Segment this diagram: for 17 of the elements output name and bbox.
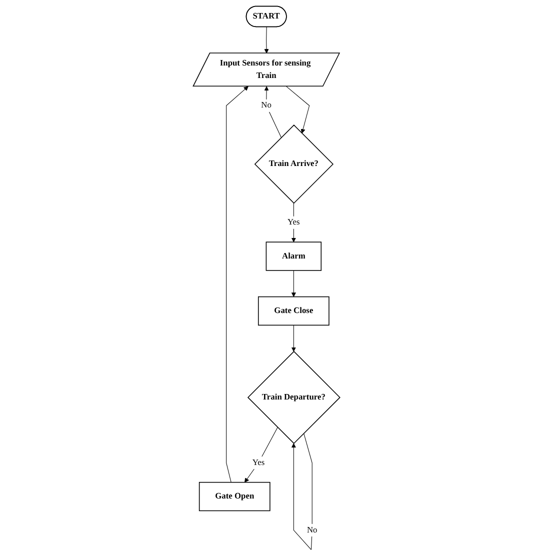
node-box: Gate Close [258, 296, 330, 326]
edge-label: No [307, 525, 318, 534]
arrow [244, 427, 278, 483]
node-box: Alarm [266, 242, 322, 271]
edge-label: No [262, 100, 272, 110]
arrow [264, 86, 282, 138]
arrow [292, 433, 313, 550]
node-diamond: Train Departure? [248, 350, 341, 444]
arrow [292, 270, 296, 297]
edge-label: Yes [252, 458, 266, 468]
arrow [226, 86, 249, 483]
node-diamond: Train Arrive? [254, 124, 334, 204]
arrow [286, 86, 310, 134]
edge-label: Yes [288, 218, 300, 227]
node-box: Gate Open [199, 482, 271, 512]
arrow [292, 324, 296, 352]
arrow [264, 26, 270, 54]
